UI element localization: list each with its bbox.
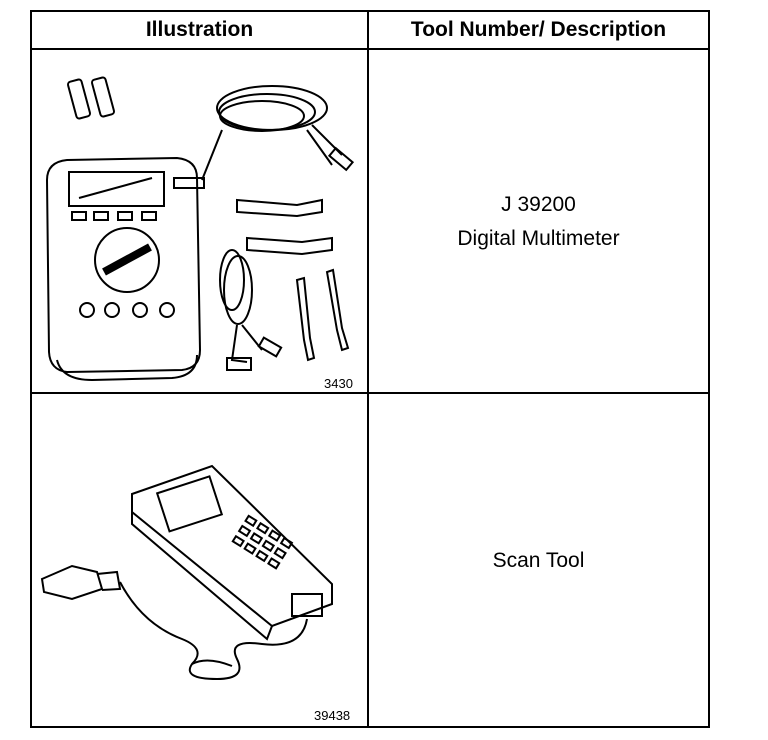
scan-tool-icon (40, 464, 333, 681)
row-divider (32, 392, 708, 394)
header-divider (32, 48, 708, 50)
tool-description: Digital Multimeter (457, 227, 620, 250)
figure-number: 39438 (314, 708, 351, 723)
header-tool-number-description: Tool Number/ Description (410, 18, 667, 41)
description-multimeter: J 39200 Digital Multimeter (369, 188, 708, 256)
figure-number: 3430 (324, 376, 353, 391)
tool-description: Scan Tool (492, 549, 585, 572)
description-scan-tool: Scan Tool (369, 544, 708, 578)
multimeter-icon (45, 76, 355, 382)
scan-tool-illustration: 39438 (32, 394, 367, 726)
header-illustration: Illustration (145, 18, 254, 41)
tool-number: J 39200 (501, 193, 576, 216)
tool-table: Illustration Tool Number/ Description (30, 10, 710, 728)
column-divider (367, 12, 369, 726)
digital-multimeter-illustration: 3430 (32, 50, 367, 392)
